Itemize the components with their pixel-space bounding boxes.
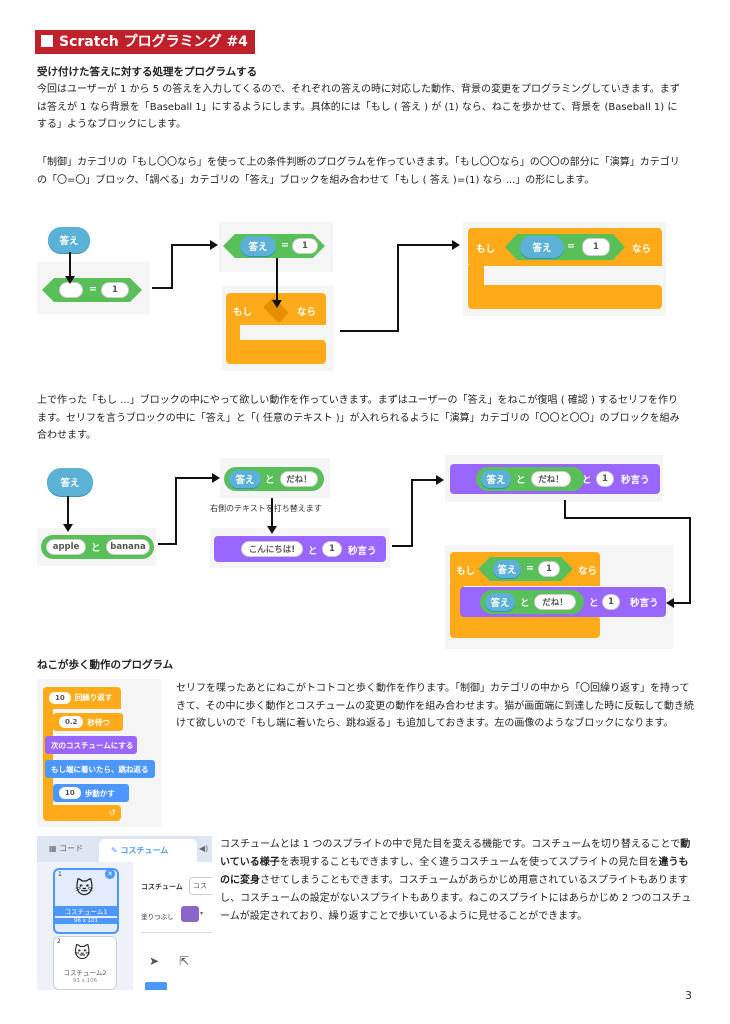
costume-name-input[interactable]: コス <box>189 877 212 895</box>
reshape-tool-icon[interactable]: ⇱ <box>179 954 190 968</box>
empty-slot <box>59 282 83 298</box>
answer-reporter: 答え <box>485 593 515 611</box>
costume-editor-screenshot: ▦ コード ✎ コスチューム ◀) 1 ✕ 🐱 コスチューム1 96 x 101… <box>37 836 212 990</box>
loop-arrow-icon: ↺ <box>109 808 116 817</box>
and-label: と <box>589 598 599 609</box>
then-label: なら <box>578 566 598 577</box>
answer-reporter: 答え <box>229 470 261 488</box>
tab-code[interactable]: ▦ コード <box>49 844 84 853</box>
answer-reporter: 答え <box>240 236 276 256</box>
arrows <box>63 473 691 608</box>
select-tool-icon[interactable]: ➤ <box>149 954 160 968</box>
caption: 右側のテキストを打ち替えます <box>210 504 322 513</box>
answer-reporter: 答え <box>48 227 90 253</box>
answer-reporter: 答え <box>493 560 521 578</box>
text-field: apple <box>46 539 86 555</box>
say-label: 秒言う <box>630 598 659 609</box>
and-label: と <box>520 598 530 609</box>
text-field: だね！ <box>534 594 576 610</box>
number-field: 1 <box>322 541 342 557</box>
section-heading: ねこが歩く動作のプログラム <box>37 659 174 671</box>
then-label: なら <box>297 307 317 318</box>
say-label: 秒言う <box>621 475 650 486</box>
paragraph: コスチュームとは 1 つのスプライトの中で見た目を変える機能です。コスチュームを… <box>220 839 692 922</box>
number-field: 1 <box>596 471 614 487</box>
text-field: banana <box>106 539 150 555</box>
answer-reporter: 答え <box>520 236 564 258</box>
say-label: 秒言う <box>348 546 377 557</box>
paragraph: 今回はユーザーが 1 から 5 の答えを入力してくるので、それぞれの答えの時に対… <box>37 84 680 130</box>
chevron-down-icon[interactable]: ▾ <box>200 910 204 917</box>
paragraph: 「制御」カテゴリの「もし〇〇なら」を使って上の条件判断のプログラムを作っていきま… <box>37 157 680 186</box>
costume-item-1[interactable]: 1 ✕ 🐱 コスチューム1 96 x 101 <box>53 868 119 934</box>
text-field: こんにちは! <box>241 541 303 557</box>
answer-reporter: 答え <box>47 468 93 496</box>
bounce-block: もし端に着いたら、跳ね返る <box>45 760 155 778</box>
fill-color-swatch[interactable] <box>181 906 199 922</box>
cat-sprite-icon: 🐱 <box>74 943 91 962</box>
page-title: Scratch プログラミング #4 <box>35 30 255 54</box>
paragraph: セリフを喋ったあとにねこがトコトコと歩く動作を作ります。「制御」カテゴリの中から… <box>176 683 694 729</box>
eq-sign: = <box>526 563 534 574</box>
number-field: 1 <box>292 238 318 254</box>
eq-sign: = <box>567 241 575 252</box>
sound-icon[interactable]: ◀) <box>199 844 209 853</box>
cat-sprite-icon: 🐱 <box>75 878 94 899</box>
brush-tool[interactable] <box>145 982 167 990</box>
paragraph: 上で作った「もし ...」ブロックの中にやって欲しい動作を作っていきます。まずは… <box>37 395 680 441</box>
text-field: だね！ <box>531 471 571 487</box>
then-label: なら <box>632 244 652 255</box>
next-costume-block: 次のコスチュームにする <box>45 736 137 754</box>
number-field: 1 <box>602 594 620 610</box>
page-number: 3 <box>685 989 692 1002</box>
square-icon <box>41 35 53 47</box>
costume-item-2[interactable]: 2 🐱 コスチューム2 93 x 106 <box>53 936 117 990</box>
and-label: と <box>91 543 101 554</box>
delete-icon[interactable]: ✕ <box>105 869 115 879</box>
if-label: もし <box>476 244 496 255</box>
if-label: もし <box>233 307 253 318</box>
tab-costume[interactable]: ✎ コスチューム <box>111 846 169 855</box>
text-field: だね！ <box>280 471 318 487</box>
if-label: もし <box>456 566 476 577</box>
eq-sign: = <box>281 240 289 251</box>
and-label: と <box>582 475 592 486</box>
answer-reporter: 答え <box>481 470 511 488</box>
number-field: 1 <box>101 282 129 298</box>
number-field: 1 <box>538 561 560 577</box>
and-label: と <box>516 475 526 486</box>
and-label: と <box>265 475 275 486</box>
arrows <box>65 240 460 332</box>
number-field: 1 <box>582 238 610 256</box>
section-heading: 受け付けた答えに対する処理をプログラムする <box>37 66 258 78</box>
and-label: と <box>308 546 318 557</box>
eq-sign: = <box>89 284 97 295</box>
